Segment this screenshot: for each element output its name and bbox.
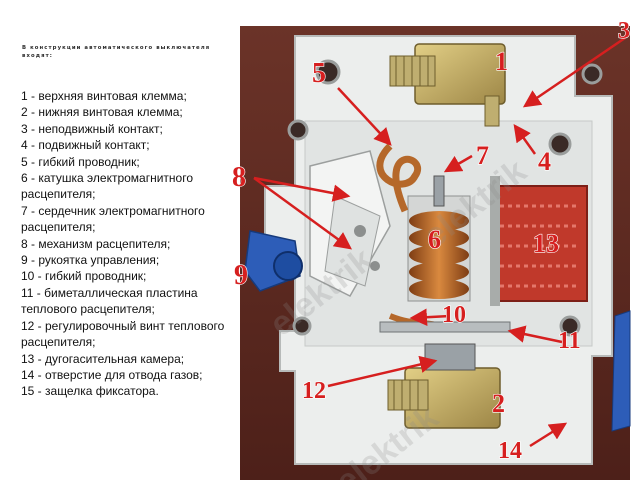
callout-2: 2: [492, 389, 505, 418]
callout-10: 10: [442, 302, 466, 328]
callout-13: 13: [533, 229, 559, 258]
arrow-8b: [253, 176, 353, 250]
mounting-hole: [559, 315, 581, 337]
flexible-conductor-upper: [376, 143, 422, 213]
electromagnetic-coil: [407, 175, 471, 302]
callout-arrows: [253, 36, 626, 448]
legend-item: 1 - верхняя винтовая клемма;: [21, 89, 187, 103]
trip-mechanism: [309, 150, 391, 297]
callout-4: 4: [538, 147, 551, 176]
legend-item: 7 - сердечник электромагнитного расцепит…: [21, 203, 205, 235]
breaker-photo: elektrik elektrik elektrik 1 2 3 4 5 6 7…: [231, 17, 631, 480]
callout-11: 11: [558, 328, 581, 354]
mounting-hole: [287, 119, 309, 141]
legend-item: 8 - механизм расцепителя;: [21, 236, 171, 251]
legend-item: 6 - катушка электромагнитного расцепител…: [21, 171, 194, 202]
arrow-5: [337, 87, 392, 146]
arrow-11: [507, 325, 563, 344]
legend-item: 3 - неподвижный контакт;: [21, 121, 163, 136]
legend-item: 5 - гибкий проводник;: [21, 154, 140, 169]
callout-8: 8: [232, 162, 246, 193]
arrow-10: [409, 308, 451, 326]
breaker-illustration: elektrik elektrik elektrik 1 2 3 4 5 6 7…: [231, 17, 631, 480]
callout-1: 1: [495, 47, 508, 76]
component-legend: 1 - верхняя винтовая клемма; 2 - нижняя …: [21, 88, 239, 400]
latch-clip: [611, 310, 631, 432]
control-handle: [244, 230, 303, 292]
legend-item: 9 - рукоятка управления;: [21, 253, 160, 268]
callout-3: 3: [618, 18, 630, 44]
legend-item: 15 - защелка фиксатора.: [21, 384, 159, 399]
callout-7: 7: [476, 141, 489, 170]
legend-item: 2 - нижняя винтовая клемма;: [21, 105, 183, 120]
callout-9: 9: [234, 260, 248, 291]
arrow-14: [529, 422, 568, 448]
arrow-3: [522, 36, 626, 108]
page-heading: В конструкции автоматического выключател…: [22, 45, 211, 59]
legend-item: 13 - дугогасительная камера;: [21, 351, 185, 366]
legend-item: 4 - подвижный контакт;: [21, 138, 150, 153]
callout-14: 14: [498, 438, 522, 464]
mounting-hole: [292, 316, 312, 336]
arrow-4: [513, 123, 537, 155]
legend-item: 12 - регулировочный винт теплового расце…: [21, 318, 225, 350]
mounting-hole: [315, 59, 341, 85]
callout-5: 5: [312, 58, 326, 89]
legend-item: 11 - биметаллическая пластина теплового …: [21, 285, 198, 317]
legend-item: 14 - отверстие для отвода газов;: [21, 367, 203, 382]
arc-chute-chamber: [490, 176, 588, 306]
arrow-7: [443, 154, 473, 173]
mounting-hole: [548, 132, 572, 156]
callout-12: 12: [302, 378, 326, 404]
callout-6: 6: [428, 225, 441, 254]
mounting-hole: [581, 63, 603, 85]
text-panel: В конструкции автоматического выключател…: [0, 0, 240, 480]
legend-item: 10 - гибкий проводник;: [21, 269, 147, 284]
arrow-12: [327, 355, 438, 388]
upper-screw-terminal: [389, 43, 506, 127]
arrow-8a: [253, 176, 351, 202]
